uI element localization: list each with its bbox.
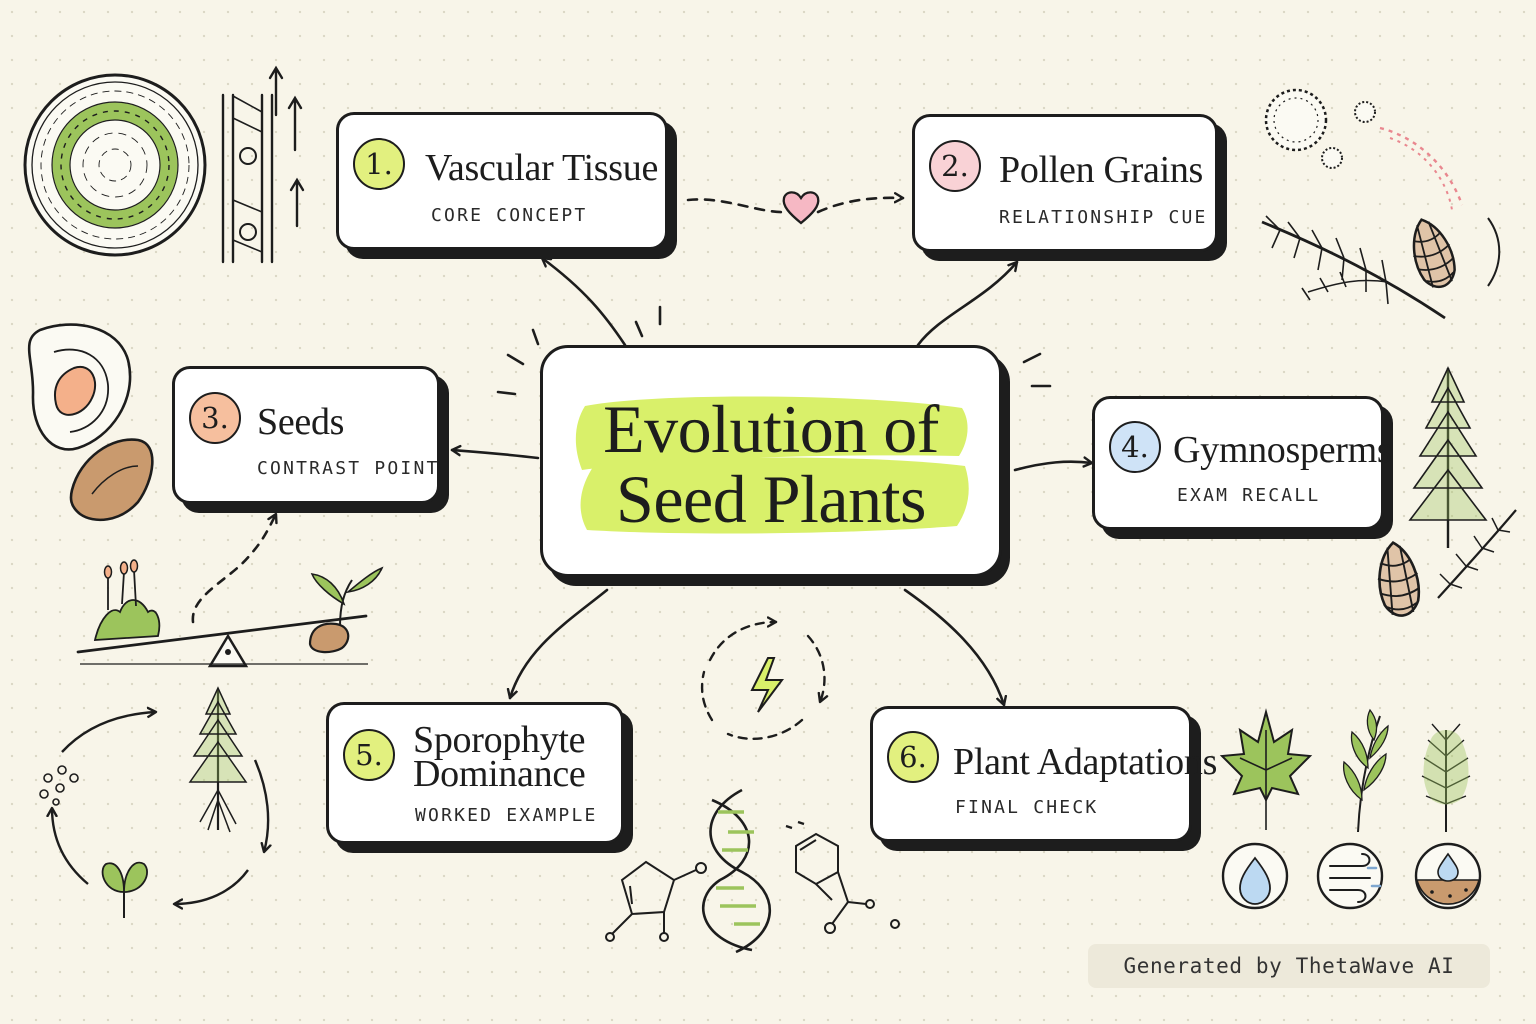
life-cycle-icon bbox=[39, 686, 268, 918]
node-subtitle: RELATIONSHIP CUE bbox=[999, 207, 1208, 228]
pine-tree-icon bbox=[1408, 366, 1488, 548]
energy-cycle-icon bbox=[700, 622, 824, 740]
node-title: Seeds bbox=[257, 401, 345, 443]
maple-leaf-icon bbox=[1219, 708, 1313, 830]
highlighter-mark bbox=[575, 396, 969, 534]
node-subtitle: CORE CONCEPT bbox=[431, 205, 588, 226]
rosemary-icon bbox=[1342, 708, 1389, 833]
node-title: Sporophyte Dominance bbox=[413, 719, 586, 795]
node-title: Pollen Grains bbox=[999, 149, 1204, 191]
burst-marks bbox=[496, 305, 1052, 396]
xylem-vessel-icon bbox=[221, 65, 305, 264]
pollen-grains-icon bbox=[1264, 88, 1464, 211]
node-title: Plant Adaptations bbox=[953, 741, 1218, 783]
node-vascular-tissue[interactable]: 1. Vascular Tissue CORE CONCEPT bbox=[336, 112, 668, 250]
soil-water-icon bbox=[1414, 842, 1482, 910]
node-subtitle: WORKED EXAMPLE bbox=[415, 805, 598, 826]
node-subtitle: EXAM RECALL bbox=[1177, 485, 1321, 506]
seedling-icon bbox=[308, 566, 384, 654]
pine-cone-icon bbox=[1371, 509, 1517, 620]
node-sporophyte-dominance[interactable]: 5. Sporophyte Dominance WORKED EXAMPLE bbox=[326, 702, 624, 844]
seed-cross-section-icon bbox=[27, 323, 132, 451]
dna-icon bbox=[702, 788, 772, 954]
moss-icon bbox=[93, 559, 161, 641]
water-drop-icon bbox=[1221, 842, 1289, 910]
generated-by-label: Generated by ThetaWave AI bbox=[1088, 944, 1490, 988]
node-number-badge: 1. bbox=[353, 138, 405, 190]
molecule-icon bbox=[605, 820, 900, 942]
node-number-badge: 4. bbox=[1109, 421, 1161, 473]
pine-branch-cone-icon bbox=[1261, 212, 1501, 320]
node-gymnosperms[interactable]: 4. Gymnosperms EXAM RECALL bbox=[1092, 396, 1392, 530]
node-plant-adaptations[interactable]: 6. Plant Adaptations FINAL CHECK bbox=[870, 706, 1217, 842]
node-subtitle: CONTRAST POINT bbox=[257, 458, 440, 479]
node-number-badge: 2. bbox=[929, 140, 981, 192]
node-number-badge: 3. bbox=[189, 392, 241, 444]
seesaw-icon bbox=[76, 614, 368, 668]
node-number-badge: 5. bbox=[343, 729, 395, 781]
stem-cross-section-icon bbox=[23, 73, 207, 257]
node-seeds[interactable]: 3. Seeds CONTRAST POINT bbox=[172, 366, 440, 504]
node-subtitle: FINAL CHECK bbox=[955, 797, 1099, 818]
connector-lines bbox=[191, 198, 1094, 707]
node-title: Gymnosperms bbox=[1173, 429, 1392, 471]
wind-icon bbox=[1316, 842, 1384, 910]
node-title: Vascular Tissue bbox=[425, 147, 659, 189]
pine-sprig-icon bbox=[1421, 723, 1471, 832]
node-number-badge: 6. bbox=[887, 731, 939, 783]
seed-icon bbox=[69, 438, 154, 522]
node-pollen-grains[interactable]: 2. Pollen Grains RELATIONSHIP CUE bbox=[912, 114, 1218, 252]
heart-icon bbox=[782, 191, 820, 225]
